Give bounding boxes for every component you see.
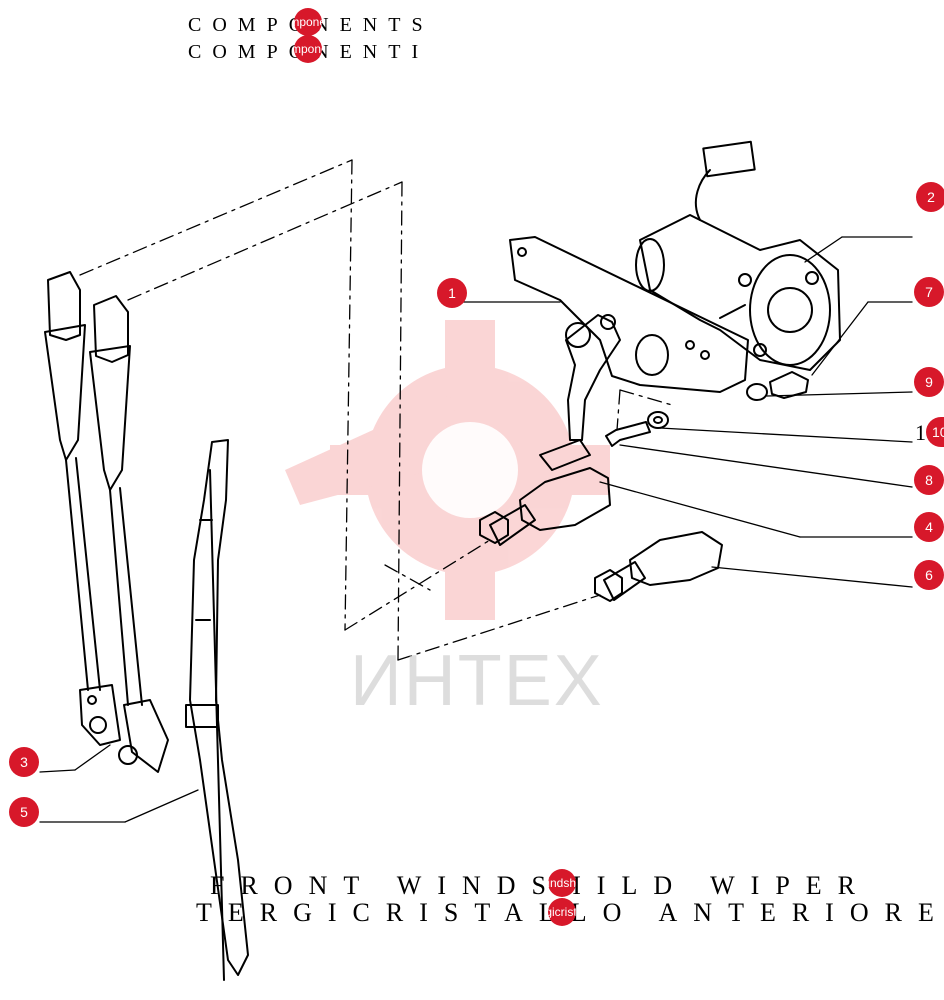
wiper-arm-right	[89, 295, 169, 773]
callout-5[interactable]: 5	[9, 797, 39, 827]
wiper-motor	[635, 140, 841, 371]
callout-6[interactable]: 6	[914, 560, 944, 590]
motor-bracket	[509, 236, 749, 393]
watermark-text: ИНТЕХ	[350, 641, 604, 721]
footer-title-en: FRONT WINDSHILD WIPER	[210, 871, 872, 900]
fasteners	[605, 371, 809, 447]
callout-8[interactable]: 8	[914, 465, 944, 495]
callout-4[interactable]: 4	[914, 512, 944, 542]
callout-1[interactable]: 1	[437, 278, 467, 308]
construction-lines	[79, 159, 673, 661]
leader-lines	[39, 236, 913, 823]
callout-3[interactable]: 3	[9, 747, 39, 777]
callout-10[interactable]: 10	[926, 417, 944, 447]
crank-linkage	[539, 314, 621, 471]
callout-9[interactable]: 9	[914, 367, 944, 397]
wiper-arm-left	[44, 271, 121, 746]
wiper-blade	[185, 439, 249, 981]
wiper-pivot-6	[594, 531, 723, 602]
hotspot-tergicristallo[interactable]: Tergicristallo	[548, 898, 576, 926]
hotspot-componenti[interactable]: Componenti	[294, 35, 322, 63]
wiper-pivot-4	[479, 467, 611, 546]
callout-7[interactable]: 7	[914, 277, 944, 307]
hotspot-components[interactable]: Components	[294, 8, 322, 36]
hotspot-windshild[interactable]: Windshild	[548, 869, 576, 897]
callout-2[interactable]: 2	[916, 182, 944, 212]
